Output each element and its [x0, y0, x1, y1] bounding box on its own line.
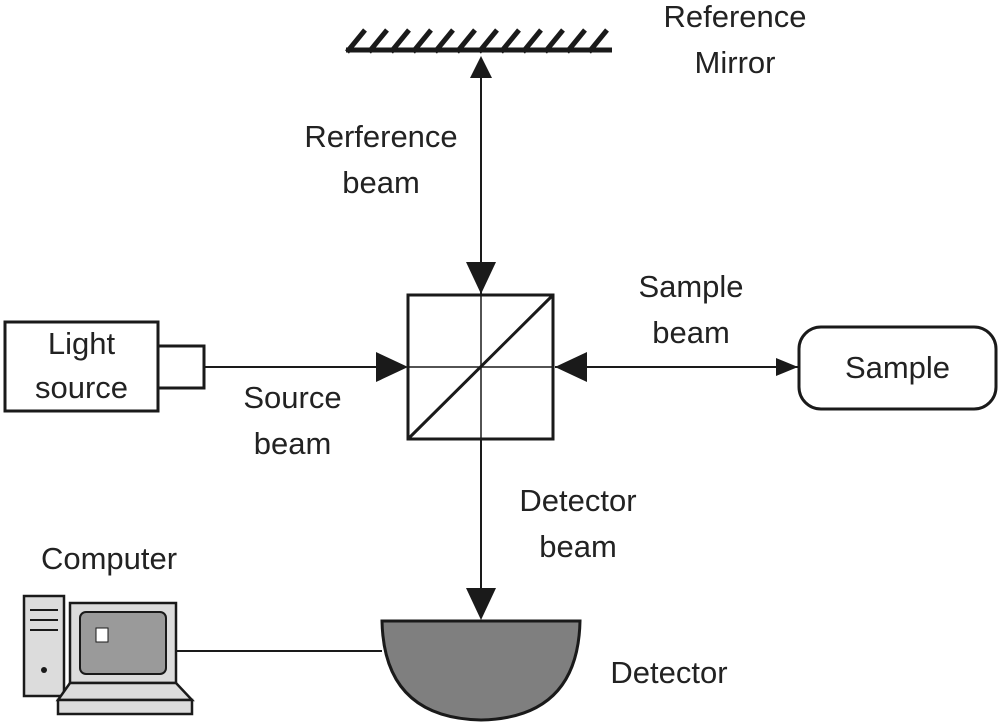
reference-mirror — [345, 28, 612, 54]
sample-beam-line — [555, 352, 798, 382]
sample-label: Sample — [844, 350, 951, 385]
computer-label: Computer — [40, 541, 178, 576]
source-beam-line — [204, 352, 408, 382]
computer-icon — [22, 594, 195, 716]
detector-beam-line — [466, 439, 496, 620]
light-source-label: Light source — [34, 326, 129, 405]
sample-box — [797, 325, 998, 411]
detector-shape — [380, 619, 582, 722]
source-beam-label: Source beam — [243, 380, 342, 461]
detector-label: Detector — [610, 655, 728, 690]
light-source — [3, 320, 206, 413]
detector-beam-label: Detector beam — [519, 483, 637, 564]
reference-beam-line — [466, 56, 496, 294]
sample-beam-label: Sample beam — [638, 269, 744, 350]
reference-beam-label: Rerference beam — [304, 119, 458, 200]
reference-mirror-label: Reference Mirror — [663, 0, 807, 80]
beam-splitter — [406, 293, 555, 441]
